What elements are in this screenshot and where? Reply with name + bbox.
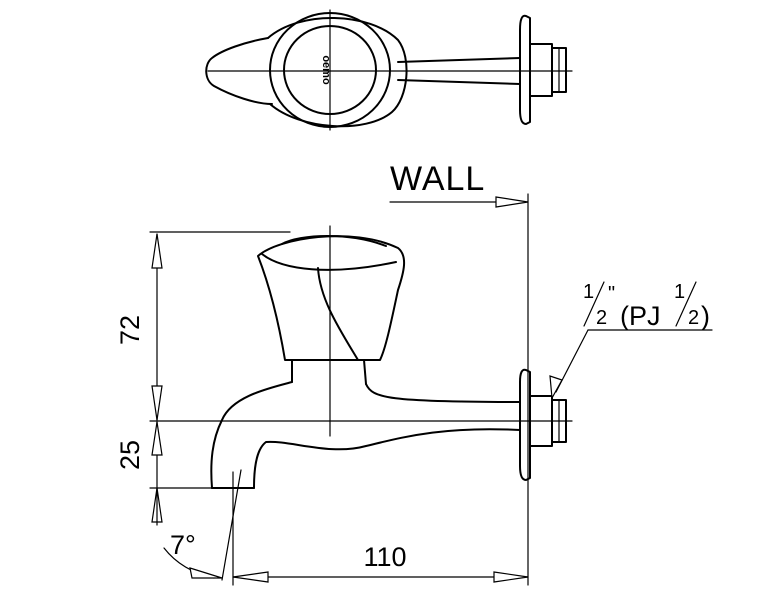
thread-arrow <box>549 375 563 400</box>
side-view-wall-flange <box>519 368 531 481</box>
thread-spec-open: (PJ <box>620 301 661 331</box>
top-view-hex-nut <box>529 43 553 97</box>
top-view: oemo <box>205 9 573 131</box>
top-view-lever <box>205 37 273 105</box>
angle-arrow <box>189 567 223 579</box>
dimensions: 72 25 110 7° <box>115 231 529 583</box>
side-view-handle-cap-ring <box>281 235 387 247</box>
angle-label: 7° <box>170 530 196 560</box>
thread-size-slash <box>583 281 605 327</box>
side-view-body-and-spout <box>210 381 521 489</box>
wall-arrow <box>495 196 529 208</box>
side-view-handle-top-face <box>261 253 397 271</box>
thread-spec-numerator: 1 <box>674 281 685 303</box>
top-view-wall-flange <box>519 14 531 125</box>
side-view-neck-right <box>363 359 367 385</box>
top-view-pipe-top-edge <box>397 57 521 63</box>
dim-arrow-25-top <box>151 421 163 456</box>
thread-spec-denominator: 2 <box>688 307 699 329</box>
thread-size-numerator: 1 <box>583 281 594 303</box>
thread-inch-mark: " <box>608 283 615 305</box>
dim-label-72: 72 <box>115 315 145 345</box>
dim-label-110: 110 <box>363 542 406 572</box>
angle-line <box>221 469 242 581</box>
side-view-handle-facet <box>317 267 359 361</box>
thread-spec: 1 2 " (PJ 1 2 ) <box>549 281 713 400</box>
side-view <box>149 225 573 586</box>
dim-label-25: 25 <box>115 440 145 470</box>
top-view-body-outline <box>267 17 408 128</box>
thread-spec-slash <box>675 281 697 327</box>
thread-size-denominator: 2 <box>596 307 607 329</box>
brand-logo: oemo <box>320 55 332 85</box>
dim-arrow-110-right <box>493 571 529 583</box>
top-view-pipe-bottom-edge <box>397 79 521 85</box>
thread-spec-close: ) <box>701 301 710 331</box>
wall-label: WALL <box>390 160 485 198</box>
side-view-handle <box>257 235 405 361</box>
dim-arrow-72-top <box>151 233 163 269</box>
dim-arrow-110-left <box>232 571 269 583</box>
side-view-pipe-top <box>365 383 521 403</box>
dim-arrow-72-bottom <box>151 385 163 421</box>
wall-reference: WALL <box>389 160 529 586</box>
